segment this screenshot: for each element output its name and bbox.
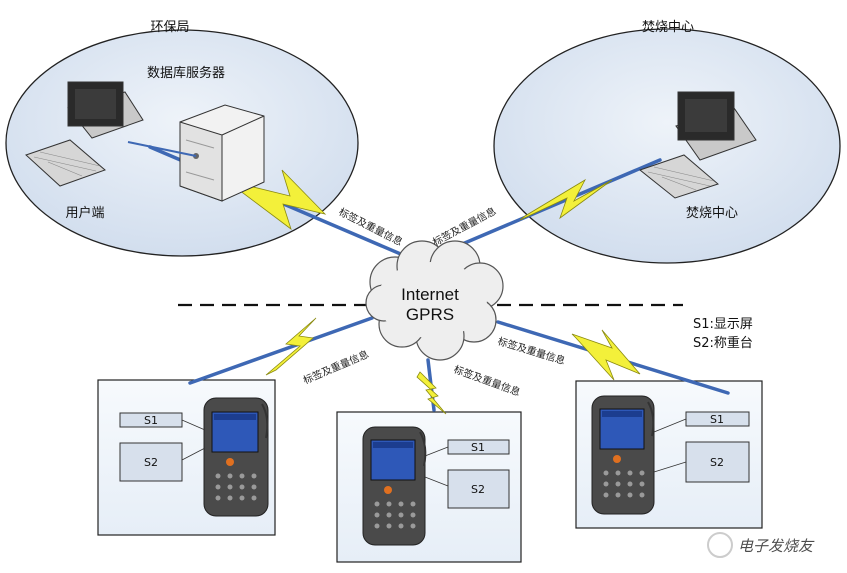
cloud-label-gprs: GPRS: [406, 305, 454, 324]
s2-box-left: [119, 442, 183, 482]
cloud-core: [377, 262, 487, 338]
s2-label-right: S2: [710, 456, 724, 469]
s2-connector-center: [424, 476, 449, 487]
incineration-zone: [493, 28, 841, 264]
watermark: 电子发烧友: [707, 532, 815, 558]
s2-label-center: S2: [471, 483, 485, 496]
s2-box-center: [447, 469, 510, 509]
lightning-bolts: [232, 169, 641, 415]
bolt-left: [265, 317, 317, 376]
s2-connector-right: [653, 461, 687, 473]
s2-connector-left: [181, 447, 206, 461]
handheld-terminal-left: [203, 397, 269, 517]
user-end-label: 用户端: [65, 205, 104, 221]
server-cable: [127, 141, 197, 157]
bolt-top-left: [232, 169, 327, 231]
s2-label-left: S2: [144, 456, 158, 469]
s1-label-left: S1: [144, 414, 158, 427]
link-tag-3: 标签及重量信息: [301, 347, 371, 386]
handheld-terminal-center: [362, 426, 427, 546]
database-server-icon: [179, 104, 265, 202]
handheld-terminal-right: [591, 395, 655, 515]
incineration-title: 焚烧中心: [642, 20, 694, 35]
legend-s1: S1:显示屏: [693, 317, 753, 332]
s1-label-right: S1: [710, 413, 724, 426]
bolt-top-right: [519, 178, 613, 221]
watermark-text: 电子发烧友: [738, 537, 815, 555]
env-bureau-title: 环保局: [150, 20, 189, 35]
s1-connector-left: [181, 419, 206, 431]
incineration-computer-icon: [638, 91, 757, 199]
legend-s2: S2:称重台: [693, 335, 753, 351]
watermark-logo-icon: [707, 532, 733, 558]
link-tag-4: 标签及重量信息: [452, 363, 522, 399]
incineration-label: 焚烧中心: [686, 206, 738, 221]
s1-connector-right: [653, 418, 687, 433]
bolt-right: [571, 329, 641, 381]
user-computer-icon: [25, 81, 144, 187]
bolt-center: [416, 371, 447, 415]
s1-label-center: S1: [471, 441, 485, 454]
cloud-label-internet: Internet: [401, 285, 459, 304]
db-server-label: 数据库服务器: [147, 65, 225, 81]
s1-connector-center: [424, 446, 449, 457]
